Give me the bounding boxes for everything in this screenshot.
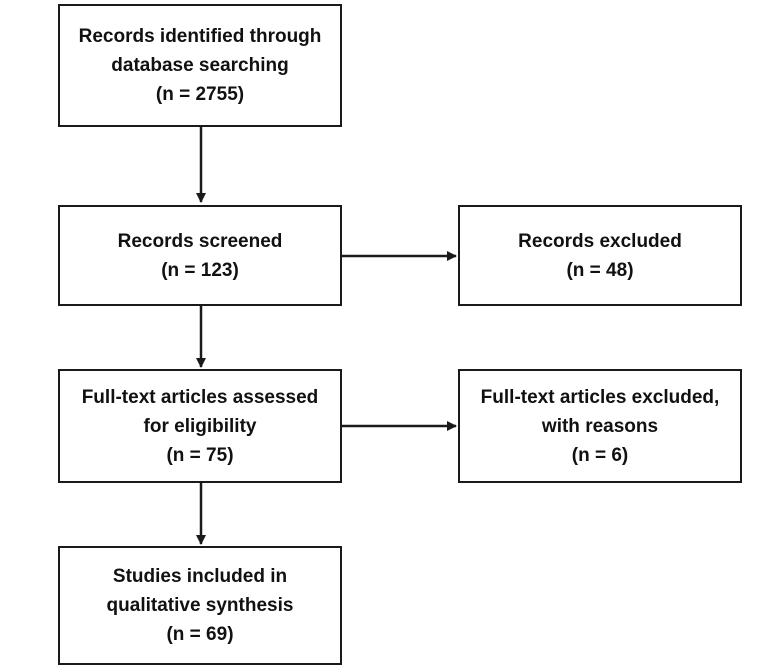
fulltext-assessed-box: Full-text articles assessed for eligibil… [58, 369, 342, 483]
records-identified-box: Records identified through database sear… [58, 4, 342, 127]
studies-included-box: Studies included in qualitative synthesi… [58, 546, 342, 665]
records-excluded-label: Records excluded [518, 230, 682, 252]
records-excluded-count: (n = 48) [566, 259, 634, 281]
records-identified-count: (n = 2755) [155, 84, 245, 105]
studies-included-line1: Studies included in [112, 566, 288, 587]
fulltext-excluded-count: (n = 6) [571, 444, 629, 466]
records-screened-count: (n = 123) [161, 259, 239, 281]
fulltext-assessed-count: (n = 75) [166, 444, 234, 466]
fulltext-assessed-line2: for eligibility [143, 415, 257, 437]
records-excluded-box: Records excluded (n = 48) [458, 205, 742, 306]
records-identified-line1: Records identified through [78, 26, 322, 47]
studies-included-line2: qualitative synthesis [106, 595, 294, 616]
fulltext-assessed-line1: Full-text articles assessed [81, 386, 319, 408]
records-identified-line2: database searching [111, 55, 289, 76]
studies-included-count: (n = 69) [166, 624, 234, 645]
fulltext-excluded-line1: Full-text articles excluded, [480, 386, 720, 408]
fulltext-excluded-box: Full-text articles excluded, with reason… [458, 369, 742, 483]
records-screened-box: Records screened (n = 123) [58, 205, 342, 306]
fulltext-excluded-line2: with reasons [541, 415, 659, 437]
records-screened-label: Records screened [117, 230, 283, 252]
